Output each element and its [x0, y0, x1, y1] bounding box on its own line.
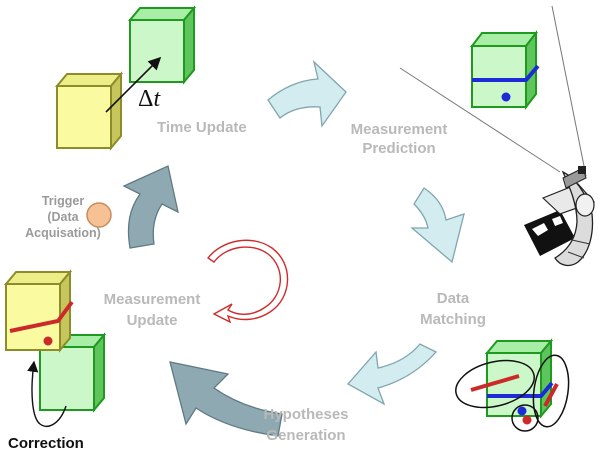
astronomer-icon [524, 166, 596, 267]
predicted-state-cube [127, 5, 197, 85]
sight-line-left [399, 67, 561, 173]
arrow-trigger-to-time-update [122, 165, 179, 249]
measurement-prediction-cube [469, 30, 540, 110]
data-matching-label-1: Data [437, 290, 470, 307]
hypotheses-generation-label-2: Generation [266, 427, 345, 444]
measurement-prediction-label-1: Measurement [351, 121, 448, 138]
corrected-state-cube [3, 269, 74, 353]
arrow-prediction-to-matching [410, 187, 465, 264]
data-matching-label-2: Matching [420, 311, 486, 328]
correction-arrow [27, 360, 67, 427]
current-state-cube [54, 71, 124, 151]
measurement-update-label-2: Update [127, 312, 178, 329]
time-update-label: Time Update [157, 119, 247, 136]
data-matching-cube [455, 338, 570, 432]
trigger-label-3: Acquisation) [25, 226, 101, 240]
arrow-time-to-prediction [267, 60, 347, 128]
correction-label: Correction [8, 435, 84, 452]
arrow-hypotheses-to-update [169, 361, 283, 437]
arrow-matching-to-hypotheses [346, 343, 438, 406]
measurement-update-label-1: Measurement [104, 291, 201, 308]
sight-line-right [551, 5, 587, 177]
circular-arrow-icon [206, 239, 289, 324]
trigger-label-1: Trigger [42, 194, 85, 208]
delta-t-label: Δt [138, 86, 161, 112]
time-step-arrow [105, 56, 162, 113]
measurement-prediction-label-2: Prediction [362, 140, 435, 157]
trigger-label-2: (Data [47, 210, 79, 224]
updated-state-cube [37, 332, 107, 413]
hypotheses-generation-label-1: Hypotheses [263, 406, 348, 423]
trigger-circle-icon [86, 202, 112, 228]
